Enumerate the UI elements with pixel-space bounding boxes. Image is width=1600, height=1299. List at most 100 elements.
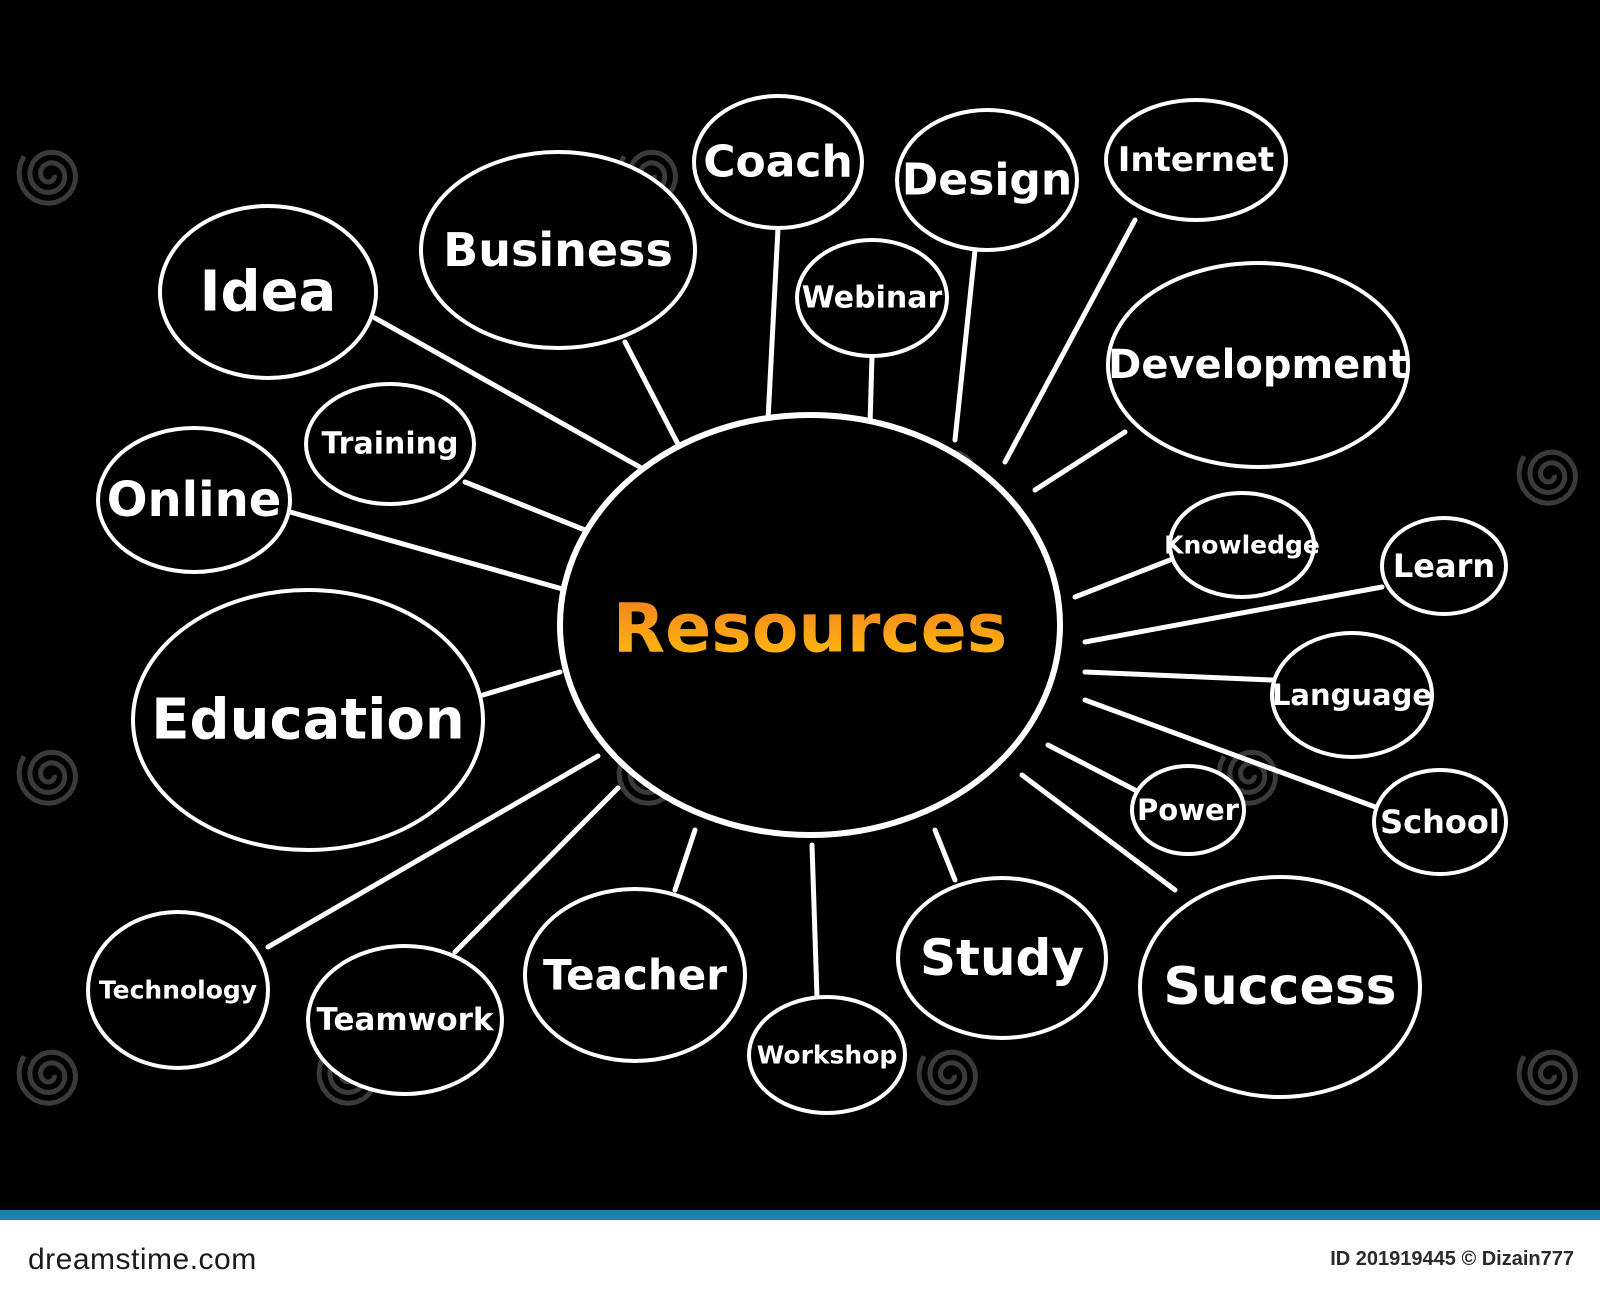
node-teacher-bubble	[523, 887, 747, 1063]
connector-layer	[265, 217, 1385, 1000]
node-coach-label: Coach	[703, 137, 853, 188]
node-language-label: Language	[1272, 678, 1432, 712]
connector-study	[932, 827, 958, 883]
node-knowledge: Knowledge	[1164, 491, 1320, 599]
footer-credit: ID 201919445 © Dizain777	[1330, 1248, 1574, 1270]
node-idea-bubble	[158, 204, 378, 380]
node-school-label: School	[1380, 803, 1500, 841]
node-training-bubble	[304, 382, 476, 506]
node-technology: Technology	[86, 910, 270, 1070]
connector-school	[1082, 697, 1381, 811]
connector-online	[287, 509, 569, 593]
node-success: Success	[1138, 875, 1422, 1099]
node-teacher: Teacher	[523, 887, 747, 1063]
footer-brand: dreamstime.com	[28, 1242, 257, 1276]
connector-education	[480, 669, 563, 698]
node-idea-label: Idea	[200, 260, 337, 325]
node-workshop-label: Workshop	[757, 1041, 898, 1070]
node-business: Business	[419, 150, 697, 350]
node-study: Study	[896, 876, 1108, 1040]
node-technology-bubble	[86, 910, 270, 1070]
node-business-label: Business	[443, 223, 673, 277]
node-workshop-bubble	[747, 995, 907, 1115]
connector-workshop	[809, 842, 820, 1000]
watermark-spiral-icon	[916, 1049, 978, 1106]
node-development: Development	[1106, 261, 1410, 469]
connector-teacher	[672, 827, 698, 893]
connector-coach	[765, 225, 781, 423]
node-coach-bubble	[692, 94, 864, 230]
node-knowledge-bubble	[1168, 491, 1316, 599]
node-learn-label: Learn	[1393, 547, 1495, 585]
connector-design	[952, 247, 978, 443]
watermark-spiral-icon	[16, 149, 78, 206]
node-development-bubble	[1106, 261, 1410, 469]
watermark-spiral-icon	[16, 1049, 78, 1106]
node-coach: Coach	[692, 94, 864, 230]
node-school: School	[1372, 768, 1508, 876]
mind-map-diagram: Idea Business Coach Design InternetWebinarDe…	[16, 94, 1578, 1115]
node-language: Language	[1270, 631, 1434, 759]
node-webinar: Webinar	[795, 238, 949, 358]
node-education: Education	[131, 588, 485, 852]
connector-power	[1045, 742, 1138, 793]
node-idea: Idea	[158, 204, 378, 380]
connector-success	[1019, 772, 1178, 893]
node-power-bubble	[1130, 764, 1246, 856]
node-online: Online	[96, 426, 292, 574]
node-power: Power	[1130, 764, 1246, 856]
node-design-bubble	[895, 108, 1079, 252]
node-education-bubble	[131, 588, 485, 852]
node-design: Design	[895, 108, 1079, 252]
node-study-label: Study	[920, 929, 1084, 987]
node-language-bubble	[1270, 631, 1434, 759]
node-business-bubble	[419, 150, 697, 350]
connector-idea	[372, 315, 648, 473]
center-bubble	[557, 412, 1063, 838]
connector-webinar	[867, 353, 875, 428]
node-school-bubble	[1372, 768, 1508, 876]
node-learn: Learn	[1380, 516, 1508, 616]
node-success-label: Success	[1163, 957, 1396, 1017]
node-teamwork-label: Teamwork	[316, 1002, 494, 1038]
node-power-label: Power	[1137, 793, 1240, 827]
node-layer: Idea Business Coach Design InternetWebinarDe…	[86, 94, 1508, 1115]
watermark-spiral-icon	[1216, 749, 1278, 806]
connector-language	[1082, 669, 1275, 683]
connector-development	[1032, 429, 1128, 493]
footer-bar: dreamstime.com ID 201919445 © Dizain777	[0, 1210, 1600, 1299]
center-node: Resources	[557, 412, 1063, 838]
watermark-spiral-icon	[1516, 449, 1578, 506]
node-online-label: Online	[107, 472, 282, 528]
node-learn-bubble	[1380, 516, 1508, 616]
node-success-bubble	[1138, 875, 1422, 1099]
node-development-label: Development	[1108, 342, 1408, 388]
node-internet-bubble	[1104, 98, 1288, 222]
node-webinar-bubble	[795, 238, 949, 358]
node-webinar-label: Webinar	[802, 281, 943, 316]
node-teamwork: Teamwork	[306, 944, 504, 1096]
node-internet-label: Internet	[1118, 140, 1274, 180]
node-knowledge-label: Knowledge	[1164, 531, 1320, 560]
node-study-bubble	[896, 876, 1108, 1040]
node-technology-label: Technology	[99, 976, 257, 1005]
node-teamwork-bubble	[306, 944, 504, 1096]
node-training-label: Training	[322, 427, 459, 462]
node-teacher-label: Teacher	[543, 951, 727, 1000]
node-education-label: Education	[151, 688, 465, 753]
connector-teamwork	[452, 785, 621, 955]
connector-technology	[265, 753, 601, 950]
connector-training	[462, 479, 593, 535]
node-design-label: Design	[902, 155, 1072, 206]
node-workshop: Workshop	[747, 995, 907, 1115]
node-internet: Internet	[1104, 98, 1288, 222]
center-label: Resources	[613, 590, 1008, 669]
connector-internet	[1002, 217, 1138, 465]
connector-knowledge	[1072, 557, 1173, 600]
watermark-spiral-icon	[1516, 1049, 1578, 1106]
node-online-bubble	[96, 426, 292, 574]
watermark-spiral-icon	[16, 749, 78, 806]
connector-business	[622, 339, 683, 451]
connector-learn	[1082, 584, 1385, 645]
node-training: Training	[304, 382, 476, 506]
